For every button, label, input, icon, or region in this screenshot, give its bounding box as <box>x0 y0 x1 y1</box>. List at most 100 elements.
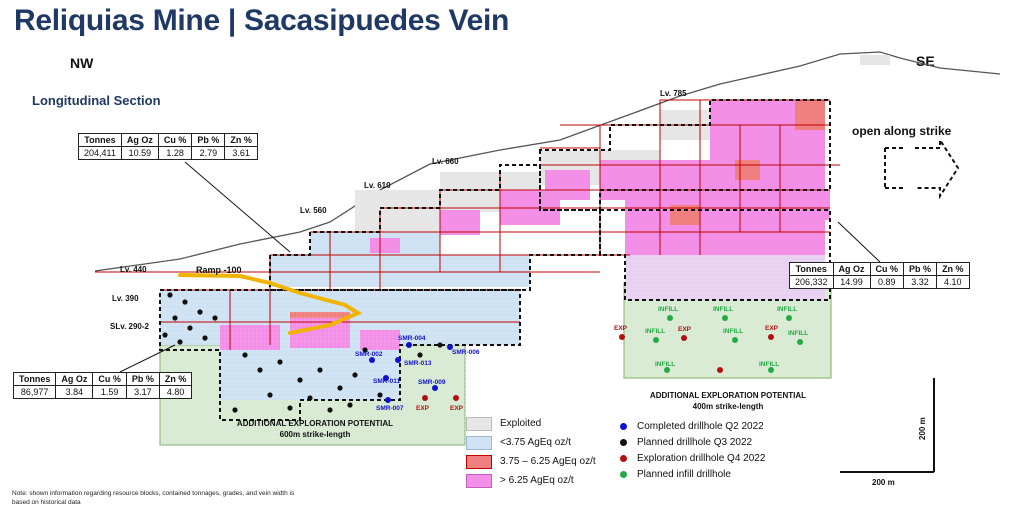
dh-label-smr-004: SMR-004 <box>398 335 426 342</box>
dh-label-smr-007: SMR-007 <box>376 405 404 412</box>
legend-item-completed: Completed drillhole Q2 2022 <box>620 418 765 434</box>
infill-label: INFILL <box>788 330 808 337</box>
exp-label: EXP <box>614 325 628 332</box>
infill-label: INFILL <box>723 328 743 335</box>
col-tonnes: Tonnes <box>789 262 834 276</box>
exploration-drillholes <box>422 334 774 401</box>
legend-item-high-grade: > 6.25 AgEq oz/t <box>466 471 596 490</box>
legend-swatch <box>466 454 492 469</box>
completed-drillholes <box>369 342 453 403</box>
level-label-440: Lv. 440 <box>120 265 147 274</box>
resource-outlines <box>159 99 960 421</box>
col-cu: Cu % <box>869 262 905 276</box>
cell-ag-oz: 3.84 <box>55 385 94 399</box>
cell-zn: 3.61 <box>224 146 258 160</box>
col-cu: Cu % <box>92 372 127 386</box>
potential-caption-right: ADDITIONAL EXPLORATION POTENTIAL 400m st… <box>622 390 834 412</box>
drillhole-labels: SMR-002 SMR-004 SMR-006 SMR-013 SMR-011 … <box>355 306 808 412</box>
col-pb: Pb % <box>903 262 938 276</box>
legend-label: <3.75 AgEq oz/t <box>500 437 571 448</box>
ramp-path <box>178 273 363 335</box>
stats-table-upper-left: Tonnes Ag Oz Cu % Pb % Zn % 204,411 10.5… <box>78 133 258 160</box>
legend-label: 3.75 – 6.25 AgEq oz/t <box>500 456 596 467</box>
cell-ag-oz: 14.99 <box>832 275 871 289</box>
legend-dot <box>620 454 627 462</box>
exp-label: EXP <box>450 405 464 412</box>
legend-swatch <box>466 416 492 431</box>
exp-label: EXP <box>678 326 692 333</box>
col-tonnes: Tonnes <box>78 133 122 147</box>
cell-tonnes: 206,332 <box>789 275 834 289</box>
scale-bar <box>840 378 935 473</box>
legend-label: Completed drillhole Q2 2022 <box>637 420 764 432</box>
cell-zn: 4.80 <box>158 385 193 399</box>
level-label-390: Lv. 390 <box>112 294 139 303</box>
level-label-560: Lv. 560 <box>300 206 327 215</box>
col-pb: Pb % <box>191 133 226 147</box>
leader-lines <box>119 161 881 373</box>
legend-dot <box>620 438 627 446</box>
legend-label: Planned infill drillhole <box>637 468 731 480</box>
col-cu: Cu % <box>157 133 193 147</box>
cell-cu: 0.89 <box>869 275 905 289</box>
cell-ag-oz: 10.59 <box>120 146 159 160</box>
level-label-785: Lv. 785 <box>660 89 687 98</box>
cell-tonnes: 204,411 <box>78 146 122 160</box>
cell-pb: 3.17 <box>125 385 160 399</box>
infill-label: INFILL <box>713 306 733 313</box>
legend-item-infill: Planned infill drillhole <box>620 466 765 482</box>
cell-cu: 1.28 <box>157 146 193 160</box>
dh-label-smr-011: SMR-011 <box>373 378 400 385</box>
col-ag-oz: Ag Oz <box>55 372 94 386</box>
legend-label: Exploration drillhole Q4 2022 <box>637 452 766 464</box>
legend-blocks: Exploited <3.75 AgEq oz/t 3.75 – 6.25 Ag… <box>466 414 596 490</box>
page-title: Reliquias Mine | Sacasipuedes Vein <box>14 4 510 37</box>
scale-horizontal-label: 200 m <box>872 478 895 487</box>
exp-label: EXP <box>765 325 779 332</box>
stats-table-right: Tonnes Ag Oz Cu % Pb % Zn % 206,332 14.9… <box>789 262 970 289</box>
legend-item-mid-grade: 3.75 – 6.25 AgEq oz/t <box>466 452 596 471</box>
potential-left-title: ADDITIONAL EXPLORATION POTENTIAL <box>236 419 394 428</box>
exp-label: EXP <box>416 405 430 412</box>
stats-table-lower-left: Tonnes Ag Oz Cu % Pb % Zn % 86,977 3.84 … <box>12 372 193 399</box>
legend-item-exploration: Exploration drillhole Q4 2022 <box>620 450 765 466</box>
footnote: Note: shown information regarding resour… <box>12 490 295 506</box>
legend-item-low-grade: <3.75 AgEq oz/t <box>466 433 596 452</box>
legend-label: Planned drillhole Q3 2022 <box>637 436 753 448</box>
col-zn: Zn % <box>224 133 258 147</box>
col-tonnes: Tonnes <box>12 372 57 386</box>
legend-label: Exploited <box>500 418 542 429</box>
potential-left-length: 600m strike-length <box>279 430 351 439</box>
dh-label-smr-006: SMR-006 <box>452 349 480 356</box>
section-subtitle: Longitudinal Section <box>32 93 161 108</box>
col-zn: Zn % <box>158 372 193 386</box>
infill-label: INFILL <box>655 361 675 368</box>
ramp-label: Ramp -100 <box>196 265 242 275</box>
direction-nw: NW <box>70 55 94 71</box>
potential-right-length: 400m strike-length <box>692 402 764 411</box>
planned-drillholes <box>162 292 443 413</box>
legend-swatch <box>466 473 492 488</box>
topography-line <box>94 51 1001 272</box>
level-label-660: Lv. 660 <box>432 157 459 166</box>
cell-cu: 1.59 <box>92 385 127 399</box>
open-along-strike-label: open along strike <box>852 124 952 138</box>
dh-label-smr-013: SMR-013 <box>404 360 432 367</box>
infill-label: INFILL <box>777 306 797 313</box>
infill-label: INFILL <box>759 361 779 368</box>
infill-label: INFILL <box>658 306 678 313</box>
cell-tonnes: 86,977 <box>12 385 57 399</box>
infill-label: INFILL <box>645 328 665 335</box>
scale-vertical-label: 200 m <box>918 417 927 440</box>
legend-item-exploited: Exploited <box>466 414 596 433</box>
potential-caption-left: ADDITIONAL EXPLORATION POTENTIAL 600m st… <box>170 418 460 440</box>
dh-label-smr-009: SMR-009 <box>418 379 446 386</box>
legend-item-planned: Planned drillhole Q3 2022 <box>620 434 765 450</box>
potential-right-title: ADDITIONAL EXPLORATION POTENTIAL <box>649 391 807 400</box>
col-ag-oz: Ag Oz <box>120 133 159 147</box>
col-zn: Zn % <box>936 262 970 276</box>
level-label-290: SLv. 290-2 <box>110 322 149 331</box>
level-label-610: Lv. 610 <box>364 181 391 190</box>
cell-zn: 4.10 <box>936 275 970 289</box>
legend-dot <box>620 422 627 430</box>
